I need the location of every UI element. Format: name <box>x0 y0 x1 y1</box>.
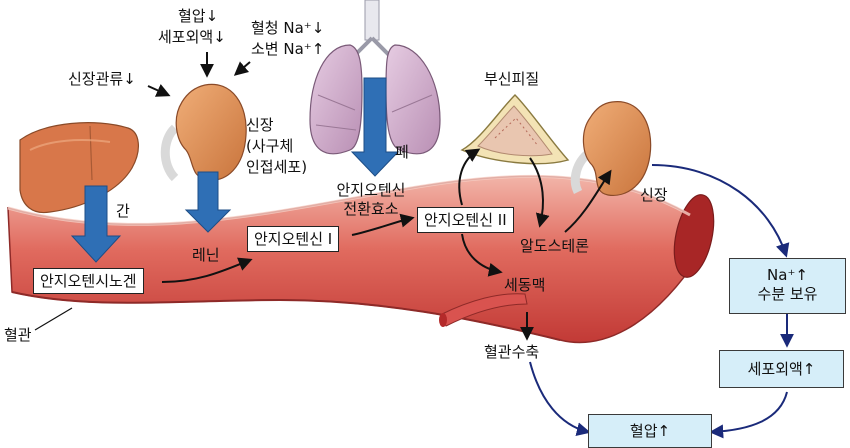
na-retention-line1: Na⁺↑ <box>767 266 808 284</box>
urine-na-high-label: 소변 Na⁺↑ <box>251 40 325 58</box>
kidney-left-label-line3: 인접세포) <box>246 158 308 176</box>
ace-label-line1: 안지오텐신 <box>336 181 406 199</box>
left-kidney-organ <box>160 83 247 182</box>
ace-label-line2: 전환효소 <box>343 200 399 218</box>
renin-label: 레닌 <box>192 246 220 264</box>
arteriole-label: 세동맥 <box>504 276 546 294</box>
angiotensinogen-box: 안지오텐시노겐 <box>33 268 144 294</box>
angiotensin1-box: 안지오텐신 I <box>247 226 340 252</box>
lung-organ <box>309 0 441 155</box>
kidney-right-label: 신장 <box>640 186 668 204</box>
bp-high-box: 혈압↑ <box>588 414 712 448</box>
arteriole-vessel <box>439 293 528 327</box>
navy-arrows <box>529 164 794 439</box>
ecf-low-label: 세포외액↓ <box>158 28 226 46</box>
black-arrows <box>34 52 612 341</box>
liver-organ <box>19 122 139 214</box>
serum-na-low-label: 혈청 Na⁺↓ <box>251 19 325 37</box>
vasoconstriction-label: 혈관수축 <box>484 343 540 361</box>
kidney-left-label-line2: (사구체 <box>246 137 294 155</box>
angiotensin2-box: 안지오텐신 II <box>417 207 514 233</box>
na-retention-box: Na⁺↑ 수분 보유 <box>729 258 846 314</box>
na-retention-line2: 수분 보유 <box>757 285 818 303</box>
ecf-high-box: 세포외액↑ <box>719 350 844 388</box>
blue-arrows <box>70 77 400 263</box>
bp-low-label: 혈압↓ <box>178 7 219 25</box>
liver-label: 간 <box>116 202 130 220</box>
renal-perfusion-low-label: 신장관류↓ <box>68 70 136 88</box>
aldosterone-label: 알도스테론 <box>520 237 590 255</box>
adrenal-cortex-label: 부신피질 <box>484 70 540 88</box>
adrenal-cortex-organ <box>460 94 570 165</box>
kidney-left-label-line1: 신장 <box>246 116 274 134</box>
lung-label: 폐 <box>395 143 409 161</box>
vessel-label: 혈관 <box>4 326 32 344</box>
